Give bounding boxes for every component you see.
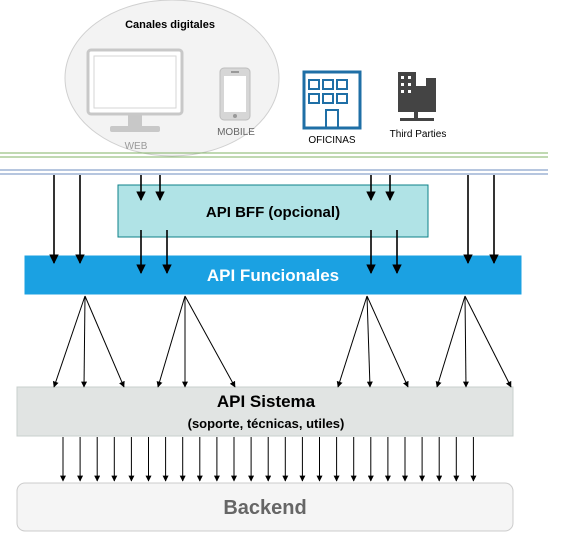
- api-funcionales-label: API Funcionales: [207, 266, 339, 285]
- arrow-funcionales-to-sistema: [366, 295, 409, 388]
- api-bff-label: API BFF (opcional): [206, 204, 340, 221]
- api-funcionales-box: [24, 255, 522, 295]
- city-buildings-icon: [398, 72, 436, 121]
- arrow-funcionales-to-sistema: [84, 295, 125, 388]
- third-parties-label: Third Parties: [390, 129, 447, 140]
- separator-lines: [0, 152, 548, 175]
- api-sistema-box: [16, 386, 514, 437]
- smartphone-icon: [219, 67, 251, 121]
- offices-label: OFICINAS: [308, 135, 356, 146]
- arrow-funcionales-to-sistema: [462, 295, 469, 388]
- backend-box: [16, 482, 514, 532]
- connector-arrows: [49, 175, 512, 482]
- arrow-funcionales-to-sistema: [52, 295, 86, 388]
- mobile-label: MOBILE: [217, 127, 255, 138]
- web-label: WEB: [125, 141, 148, 152]
- desktop-monitor-icon: [86, 48, 184, 132]
- office-building-icon: [302, 70, 362, 130]
- arrow-funcionales-to-sistema: [184, 295, 236, 388]
- arrow-funcionales-to-sistema: [366, 295, 373, 388]
- arrow-funcionales-to-sistema: [435, 295, 466, 388]
- backend-label: Backend: [223, 497, 306, 519]
- arrow-funcionales-to-sistema: [464, 295, 512, 388]
- api-sistema-subtitle: (soporte, técnicas, utiles): [188, 416, 345, 431]
- arrow-funcionales-to-sistema: [156, 295, 186, 388]
- channels-group-label: Canales digitales: [125, 19, 215, 31]
- api-bff-box: [117, 184, 429, 238]
- api-sistema-title: API Sistema: [217, 392, 316, 411]
- arrow-funcionales-to-sistema: [81, 295, 88, 388]
- arrow-funcionales-to-sistema: [336, 295, 368, 388]
